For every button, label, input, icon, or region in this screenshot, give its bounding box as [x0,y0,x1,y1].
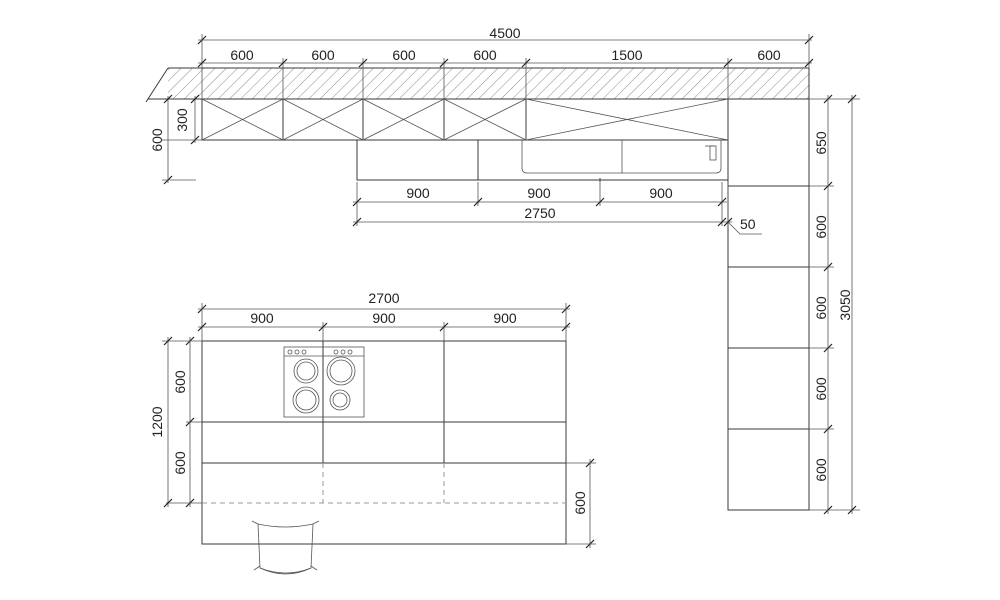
dim-island-right: 600 [572,491,588,515]
dim-island-3: 900 [493,310,517,326]
dim-mid-total: 2750 [524,205,555,221]
dim-right-4: 600 [813,377,829,401]
dim-mid-1: 900 [406,185,430,201]
dim-top-4: 600 [473,47,497,63]
dim-island-left-total: 1200 [149,406,165,437]
dim-right-2: 600 [813,215,829,239]
dim-island-left-1: 600 [172,370,188,394]
dim-right-5: 600 [813,458,829,482]
dim-upper-600: 600 [149,128,165,152]
dim-top-6: 600 [757,47,781,63]
dim-mid-2: 900 [527,185,551,201]
dim-top-2: 600 [311,47,335,63]
bar-stool [251,520,320,575]
cooktop [283,346,365,418]
dim-right-3: 600 [813,296,829,320]
wall [145,67,810,103]
dim-top-1: 600 [230,47,254,63]
base-cabinets [356,140,728,182]
dimension-labels: 4500 600 600 600 600 1500 600 300 600 90… [149,25,853,515]
dim-top-5: 1500 [611,47,642,63]
dim-mid-3: 900 [649,185,673,201]
upper-cabinets [201,98,729,141]
dim-top-3: 600 [392,47,416,63]
dim-island-left-2: 600 [172,451,188,475]
dim-right-total: 3050 [837,289,853,320]
dim-upper-300: 300 [174,108,190,132]
dim-island-1: 900 [250,310,274,326]
dimension-lines [162,34,860,549]
dim-right-1: 650 [813,131,829,155]
dim-top-total: 4500 [489,25,520,41]
tall-cabinets [727,98,810,511]
dim-island-total: 2700 [368,290,399,306]
dim-mid-gap: 50 [740,216,756,232]
dim-island-2: 900 [372,310,396,326]
sink [521,140,722,174]
kitchen-island [201,340,567,545]
